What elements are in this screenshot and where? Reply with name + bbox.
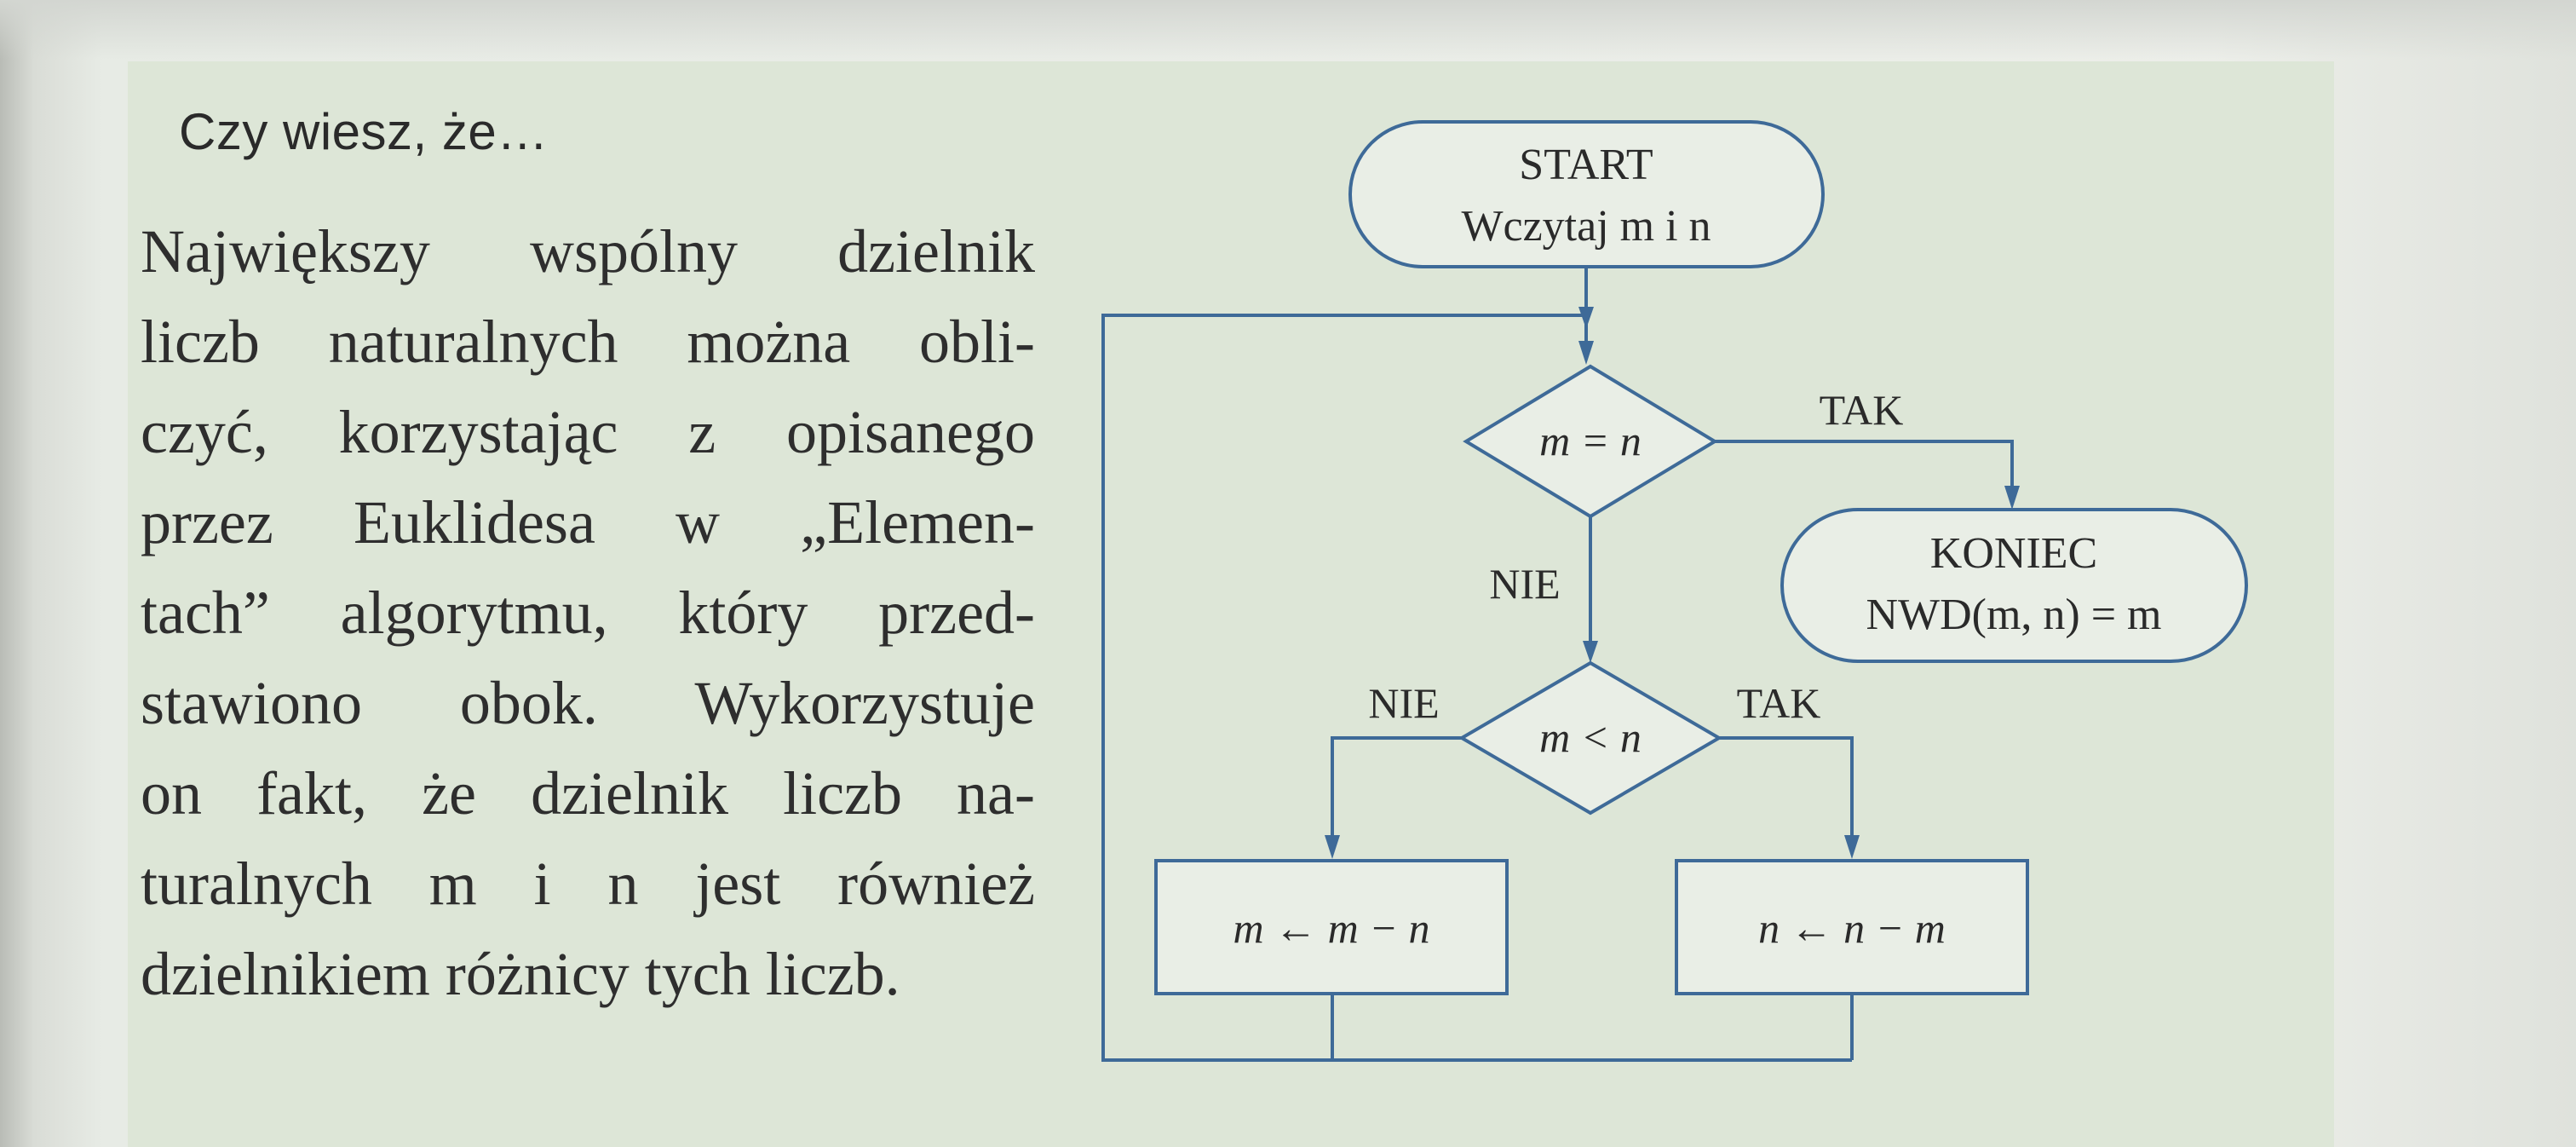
decision-equal-yes-label: TAK (1820, 386, 1904, 434)
body-line: przez Euklidesa w „Elemen- (141, 488, 1035, 556)
start-label: START (1519, 141, 1653, 189)
body-line: liczb naturalnych można obli- (141, 308, 1035, 376)
arrowhead-icon (1578, 341, 1594, 365)
end-terminator (1780, 508, 2248, 663)
end-result-label: NWD(m, n) = m (1866, 591, 2161, 639)
arrowhead-icon (2004, 486, 2020, 510)
arrowhead-icon (1325, 835, 1340, 859)
flow-line (1715, 440, 2014, 494)
loop-back-line (1101, 314, 1852, 1062)
decision-less-no-label: NIE (1368, 679, 1439, 727)
flow-line (1719, 736, 1854, 844)
box-heading: Czy wiesz, że… (179, 103, 549, 160)
arrowhead-icon (1583, 641, 1598, 663)
body-line: Największy wspólny dzielnik (141, 217, 1035, 285)
flow-line (1331, 736, 1462, 844)
arrowhead-icon (1578, 307, 1594, 329)
body-line: czyć, korzystając z opisanego (141, 398, 1035, 466)
start-read-label: Wczytaj m i n (1461, 202, 1711, 251)
process-subtract-m (1675, 859, 2029, 995)
body-paragraph: Największy wspólny dzielnik liczb natura… (141, 206, 1035, 1019)
decision-less-condition: m < n (1539, 713, 1642, 761)
end-label: KONIEC (1930, 529, 2097, 578)
body-line: dzielnikiem różnicy tych liczb. (141, 940, 900, 1008)
body-line: stawiono obok. Wykorzystuje (141, 669, 1035, 737)
decision-equal-condition: m = n (1539, 417, 1642, 464)
decision-less-yes-label: TAK (1737, 679, 1821, 727)
body-line: on fakt, że dzielnik liczb na- (141, 759, 1035, 827)
body-line: tach” algorytmu, który przed- (141, 579, 1035, 647)
arrowhead-icon (1844, 835, 1860, 859)
decision-less (1458, 660, 1722, 816)
process-subtract-n (1154, 859, 1509, 995)
body-line: turalnych m i n jest również (141, 850, 1035, 918)
process-subtract-m-label: n ← n − m (1758, 904, 1946, 952)
page-top-shadow (0, 0, 2576, 60)
decision-equal-no-label: NIE (1489, 560, 1560, 608)
process-subtract-n-label: m ← m − n (1233, 904, 1430, 952)
